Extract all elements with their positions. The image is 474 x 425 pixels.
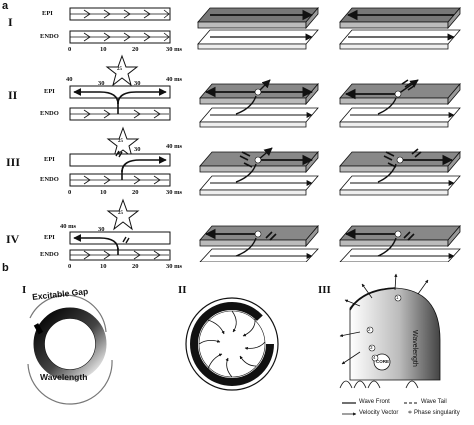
endo-label-3: ENDO [40,176,59,183]
ring-curvature [185,297,279,391]
row2-time-left: 40 [66,76,73,83]
row4-star-label: 25 [118,211,123,216]
axis-4-30: 30 ms [166,263,183,270]
reentry-diagrams: * [27,273,441,418]
row4-time-mid: 30 [98,226,105,233]
epi-label-2: EPI [44,88,55,95]
slab-row4-left [199,224,319,262]
timing-row-3 [69,126,171,187]
wavefront-schematic [339,273,441,389]
row-label-I: I [8,15,13,29]
legend-velocity-vector: Velocity Vector [359,410,399,416]
ring-excitable-gap [27,294,113,405]
row3-time-right: 40 ms [166,143,183,150]
epi-label-3: EPI [44,156,55,163]
axis-3-30: 30 ms [166,189,183,196]
row4-time-left: 40 ms [60,223,77,230]
panel-label-b: b [2,262,9,274]
timing-diagrams [69,6,461,262]
legend: * [342,402,418,418]
row2-time-right: 40 ms [166,76,183,83]
b-label-I: I [22,284,27,296]
slab-row4-right [339,224,461,262]
axis-1-10: 10 [100,46,107,53]
axis-3-0: 0 [68,189,72,196]
endo-label-1: ENDO [40,33,59,40]
epi-label-1: EPI [42,10,53,17]
slab-row3-left [199,147,319,196]
axis-1-30: 30 ms [166,46,183,53]
axis-4-20: 20 [132,263,139,270]
axis-4-0: 0 [68,263,72,270]
slab-grid [197,6,461,262]
epi-label-4: EPI [44,234,55,241]
timing-row-2 [69,54,171,121]
legend-wave-front: Wave Front [359,399,390,405]
slab-row1-left [197,6,319,50]
row2-time-mid2: 30 [134,80,141,87]
slab-row2-left [199,79,319,128]
row-label-II: II [8,88,18,102]
timing-row-4 [69,198,171,261]
slab-row3-right [339,148,461,196]
slab-row2-right [339,79,461,128]
marker-3: 3 [370,345,373,350]
axis-3-20: 20 [132,189,139,196]
label-core: CORE [376,359,390,364]
legend-phase-singularity: Phase singularity [414,410,460,416]
slab-row1-right [339,6,461,50]
row-label-III: III [6,155,21,169]
b-label-III: III [318,284,331,296]
panel-label-a: a [2,0,9,12]
row2-star-label: 25 [117,67,122,72]
endo-label-4: ENDO [40,251,59,258]
marker-4: 4 [373,355,376,360]
row3-time-mid: 30 [134,146,141,153]
legend-wave-tail: Wave Tail [421,399,447,405]
legend-singularity-star: * [408,409,412,418]
endo-label-2: ENDO [40,110,59,117]
axis-1-20: 20 [132,46,139,53]
label-wavelength-ring: Wavelength [40,372,88,382]
row-label-IV: IV [6,232,20,246]
axis-3-10: 10 [100,189,107,196]
marker-1: 1 [396,295,399,300]
axis-1-0: 0 [68,46,72,53]
row3-star-label: 25 [118,139,123,144]
marker-2: 2 [368,327,371,332]
b-label-II: II [178,284,187,296]
row2-time-mid1: 30 [98,80,105,87]
axis-4-10: 10 [100,263,107,270]
timing-row-1 [69,7,171,44]
label-wavelength-blob: Wavelength [411,330,418,367]
